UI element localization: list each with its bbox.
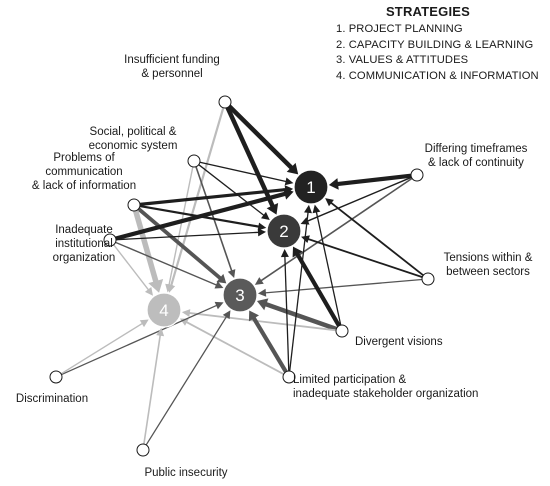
strategy-number-3: 3 [235,286,244,305]
legend-item-values-attitudes: 3. VALUES & ATTITUDES [336,54,469,66]
link-communication-to-s3 [137,207,227,284]
legend-item-project-planning: 1. PROJECT PLANNING [336,23,463,35]
barrier-label-tensions-line-1: between sectors [446,266,530,278]
link-visions-to-s2 [292,246,341,327]
barrier-node-funding [218,95,232,109]
barrier-node-insecurity [136,443,150,457]
link-participation-to-s3 [248,310,288,373]
barrier-node-social [187,154,201,168]
link-social-to-s1 [199,161,294,186]
link-insecurity-to-s3 [145,310,231,446]
barrier-label-communication-line-2: & lack of information [32,180,136,192]
link-tensions-to-s1 [325,198,424,276]
link-tensions-to-s3 [257,278,423,297]
legend-title: STRATEGIES [385,4,471,19]
legend-item-communication-information: 4. COMMUNICATION & INFORMATION [336,69,539,82]
link-institutional-to-s2 [115,228,267,241]
legend-item-capacity-building: 2. CAPACITY BUILDING & LEARNING [336,38,534,51]
link-institutional-to-s4 [113,244,154,296]
barrier-node-participation [282,370,296,384]
barrier-label-funding-line-1: & personnel [141,68,202,80]
link-funding-to-s2 [225,106,279,215]
barrier-label-institutional-line-1: institutional [55,238,113,250]
barrier-label-timeframes-line-0: Differing timeframes [425,143,528,155]
link-timeframes-to-s3 [254,177,413,285]
barrier-label-visions-line-0: Divergent visions [355,336,443,348]
strategy-number-2: 2 [279,222,288,241]
link-discrimination-to-s4 [60,319,149,375]
barrier-node-tensions [421,272,435,286]
barrier-label-participation-line-0: Limited participation & [293,374,406,386]
barrier-label-institutional-line-2: organization [53,252,116,264]
link-communication-to-s4 [133,210,164,293]
barrier-label-institutional-line-0: Inadequate [55,224,113,236]
link-visions-to-s4 [181,309,337,332]
barrier-label-social-line-1: economic system [89,140,178,152]
link-visions-to-s1 [312,204,342,326]
barrier-node-timeframes [410,168,424,182]
link-participation-to-s1 [289,204,312,372]
link-social-to-s4 [165,166,194,293]
link-institutional-to-s1 [115,188,294,241]
barrier-label-insecurity-line-0: Public insecurity [144,467,227,479]
barrier-label-timeframes-line-1: & lack of continuity [428,157,524,169]
barrier-label-communication-line-1: communication [45,166,122,178]
link-visions-to-s3 [256,298,338,332]
barrier-label-participation-line-1: inadequate stakeholder organization [293,388,478,400]
barrier-label-social-line-0: Social, political & [90,126,177,138]
strategy-node-3: 3 [222,277,258,313]
legend-list: 1. PROJECT PLANNING 2. CAPACITY BUILDING… [336,22,546,84]
node-layer: 1 2 3 4 [49,95,435,457]
barrier-node-discrimination [49,370,63,384]
link-funding-to-s1 [227,104,299,175]
barrier-node-visions [335,324,349,338]
barrier-label-funding-line-0: Insufficient funding [124,54,220,66]
link-social-to-s2 [198,164,270,220]
link-discrimination-to-s3 [61,301,224,376]
strategy-number-1: 1 [306,178,315,197]
strategies-legend: STRATEGIES 1. PROJECT PLANNING 2. CAPACI… [336,4,546,84]
barrier-label-communication-line-0: Problems of [53,152,115,164]
strategy-number-4: 4 [159,301,168,320]
link-layer [60,104,424,446]
strategy-node-4: 4 [146,292,182,328]
barrier-node-institutional [103,233,117,247]
barrier-label-tensions-line-0: Tensions within & [444,252,533,264]
link-institutional-to-s3 [115,241,224,289]
link-timeframes-to-s1 [328,173,412,190]
link-insecurity-to-s4 [143,327,165,445]
barrier-node-communication [127,198,141,212]
strategy-node-2: 2 [266,213,302,249]
strategy-node-1: 1 [293,169,329,205]
link-participation-to-s2 [280,248,290,372]
barrier-label-discrimination-line-0: Discrimination [16,393,88,405]
